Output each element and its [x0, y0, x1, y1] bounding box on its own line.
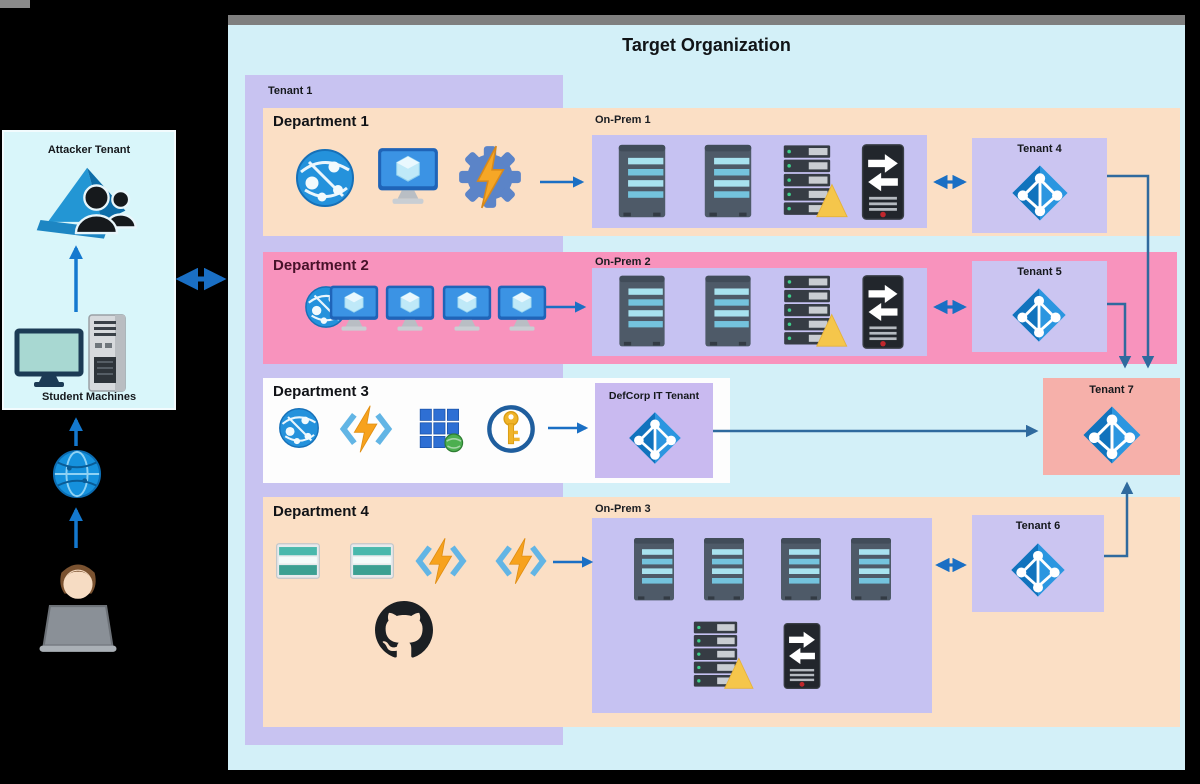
onprem-1-box: [592, 135, 927, 228]
virtual-machine-icon: [327, 284, 381, 334]
department-2-box: Department 2 On-Prem 2 Tenant 5: [263, 252, 1177, 364]
department-1-box: Department 1 On-Prem 1 Tenant 4: [263, 108, 1180, 236]
sync-server-icon: [860, 143, 906, 221]
virtual-machine-icon: [375, 146, 441, 208]
target-organization-box: Target Organization Tenant 1 Department …: [228, 25, 1185, 770]
server-tower-icon: [700, 534, 748, 606]
student-machines-label: Student Machines: [41, 391, 137, 403]
azure-ad-icon: [1009, 285, 1069, 345]
grid-globe-icon: [417, 406, 465, 454]
network-globe-icon: [293, 146, 357, 210]
network-globe-icon: [52, 448, 102, 500]
storage-account-icon: [275, 541, 321, 581]
server-rack-warning-icon: [692, 620, 754, 690]
onprem-3-label: On-Prem 3: [595, 503, 651, 515]
server-tower-icon: [700, 274, 756, 350]
student-pc-tower-icon: [85, 313, 129, 393]
department-2-label: Department 2: [273, 257, 369, 274]
server-tower-icon: [614, 274, 670, 350]
defcorp-it-tenant-box: DefCorp IT Tenant: [595, 383, 713, 478]
azure-ad-icon: [1009, 162, 1071, 224]
department-4-label: Department 4: [273, 503, 369, 520]
onprem-3-box: [592, 518, 932, 713]
server-rack-warning-icon: [782, 274, 848, 348]
attacker-tenant-label: Attacker Tenant: [47, 144, 131, 156]
department-3-label: Department 3: [273, 383, 369, 400]
attacker-pyramid-users-icon: [30, 164, 148, 248]
onprem-2-label: On-Prem 2: [595, 256, 651, 268]
server-tower-icon: [614, 143, 670, 221]
onprem-1-label: On-Prem 1: [595, 114, 651, 126]
sync-server-icon: [860, 274, 906, 350]
onprem-2-box: [592, 268, 927, 356]
window-top-bar: [228, 15, 1185, 25]
tenant-4-label: Tenant 4: [1017, 143, 1062, 155]
department-3-box: Department 3 DefCorp IT Tenant: [263, 378, 730, 483]
virtual-machine-icon: [383, 284, 437, 334]
storage-account-icon: [349, 541, 395, 581]
person-at-laptop-icon: [28, 552, 128, 656]
sync-server-icon: [780, 622, 824, 690]
key-vault-icon: [485, 403, 537, 455]
azure-ad-icon: [1008, 540, 1068, 600]
server-tower-icon: [777, 534, 825, 606]
azure-functions-icon: [415, 535, 467, 587]
window-corner-bar: [0, 0, 30, 8]
tenant-7-box: Tenant 7: [1043, 378, 1180, 475]
department-4-box: Department 4 On-Prem 3 Tenant 6: [263, 497, 1180, 727]
tenant1-label: Tenant 1: [268, 85, 313, 97]
tenant-6-box: Tenant 6: [972, 515, 1104, 612]
tenant-6-label: Tenant 6: [1015, 520, 1061, 532]
attacker-tenant-panel: Attacker Tenant Student Machines: [2, 130, 176, 410]
tenant-7-label: Tenant 7: [1089, 384, 1134, 396]
tenant-5-box: Tenant 5: [972, 261, 1107, 352]
student-monitor-icon: [14, 328, 84, 390]
defcorp-it-tenant-label: DefCorp IT Tenant: [608, 390, 700, 402]
server-tower-icon: [700, 143, 756, 221]
github-octocat-icon: [375, 601, 433, 659]
virtual-machine-icon: [495, 284, 549, 334]
azure-functions-icon: [495, 535, 547, 587]
server-tower-icon: [630, 534, 678, 606]
network-globe-icon: [277, 406, 321, 450]
tenant-5-label: Tenant 5: [1017, 266, 1062, 278]
azure-ad-icon: [1080, 403, 1144, 467]
virtual-machine-icon: [440, 284, 494, 334]
azure-functions-icon: [339, 404, 393, 454]
automation-gear-bolt-icon: [455, 142, 525, 212]
department-1-label: Department 1: [273, 113, 369, 130]
server-rack-warning-icon: [782, 143, 848, 219]
tenant-4-box: Tenant 4: [972, 138, 1107, 233]
server-tower-icon: [847, 534, 895, 606]
page-title: Target Organization: [622, 35, 791, 55]
azure-ad-icon: [626, 409, 684, 467]
